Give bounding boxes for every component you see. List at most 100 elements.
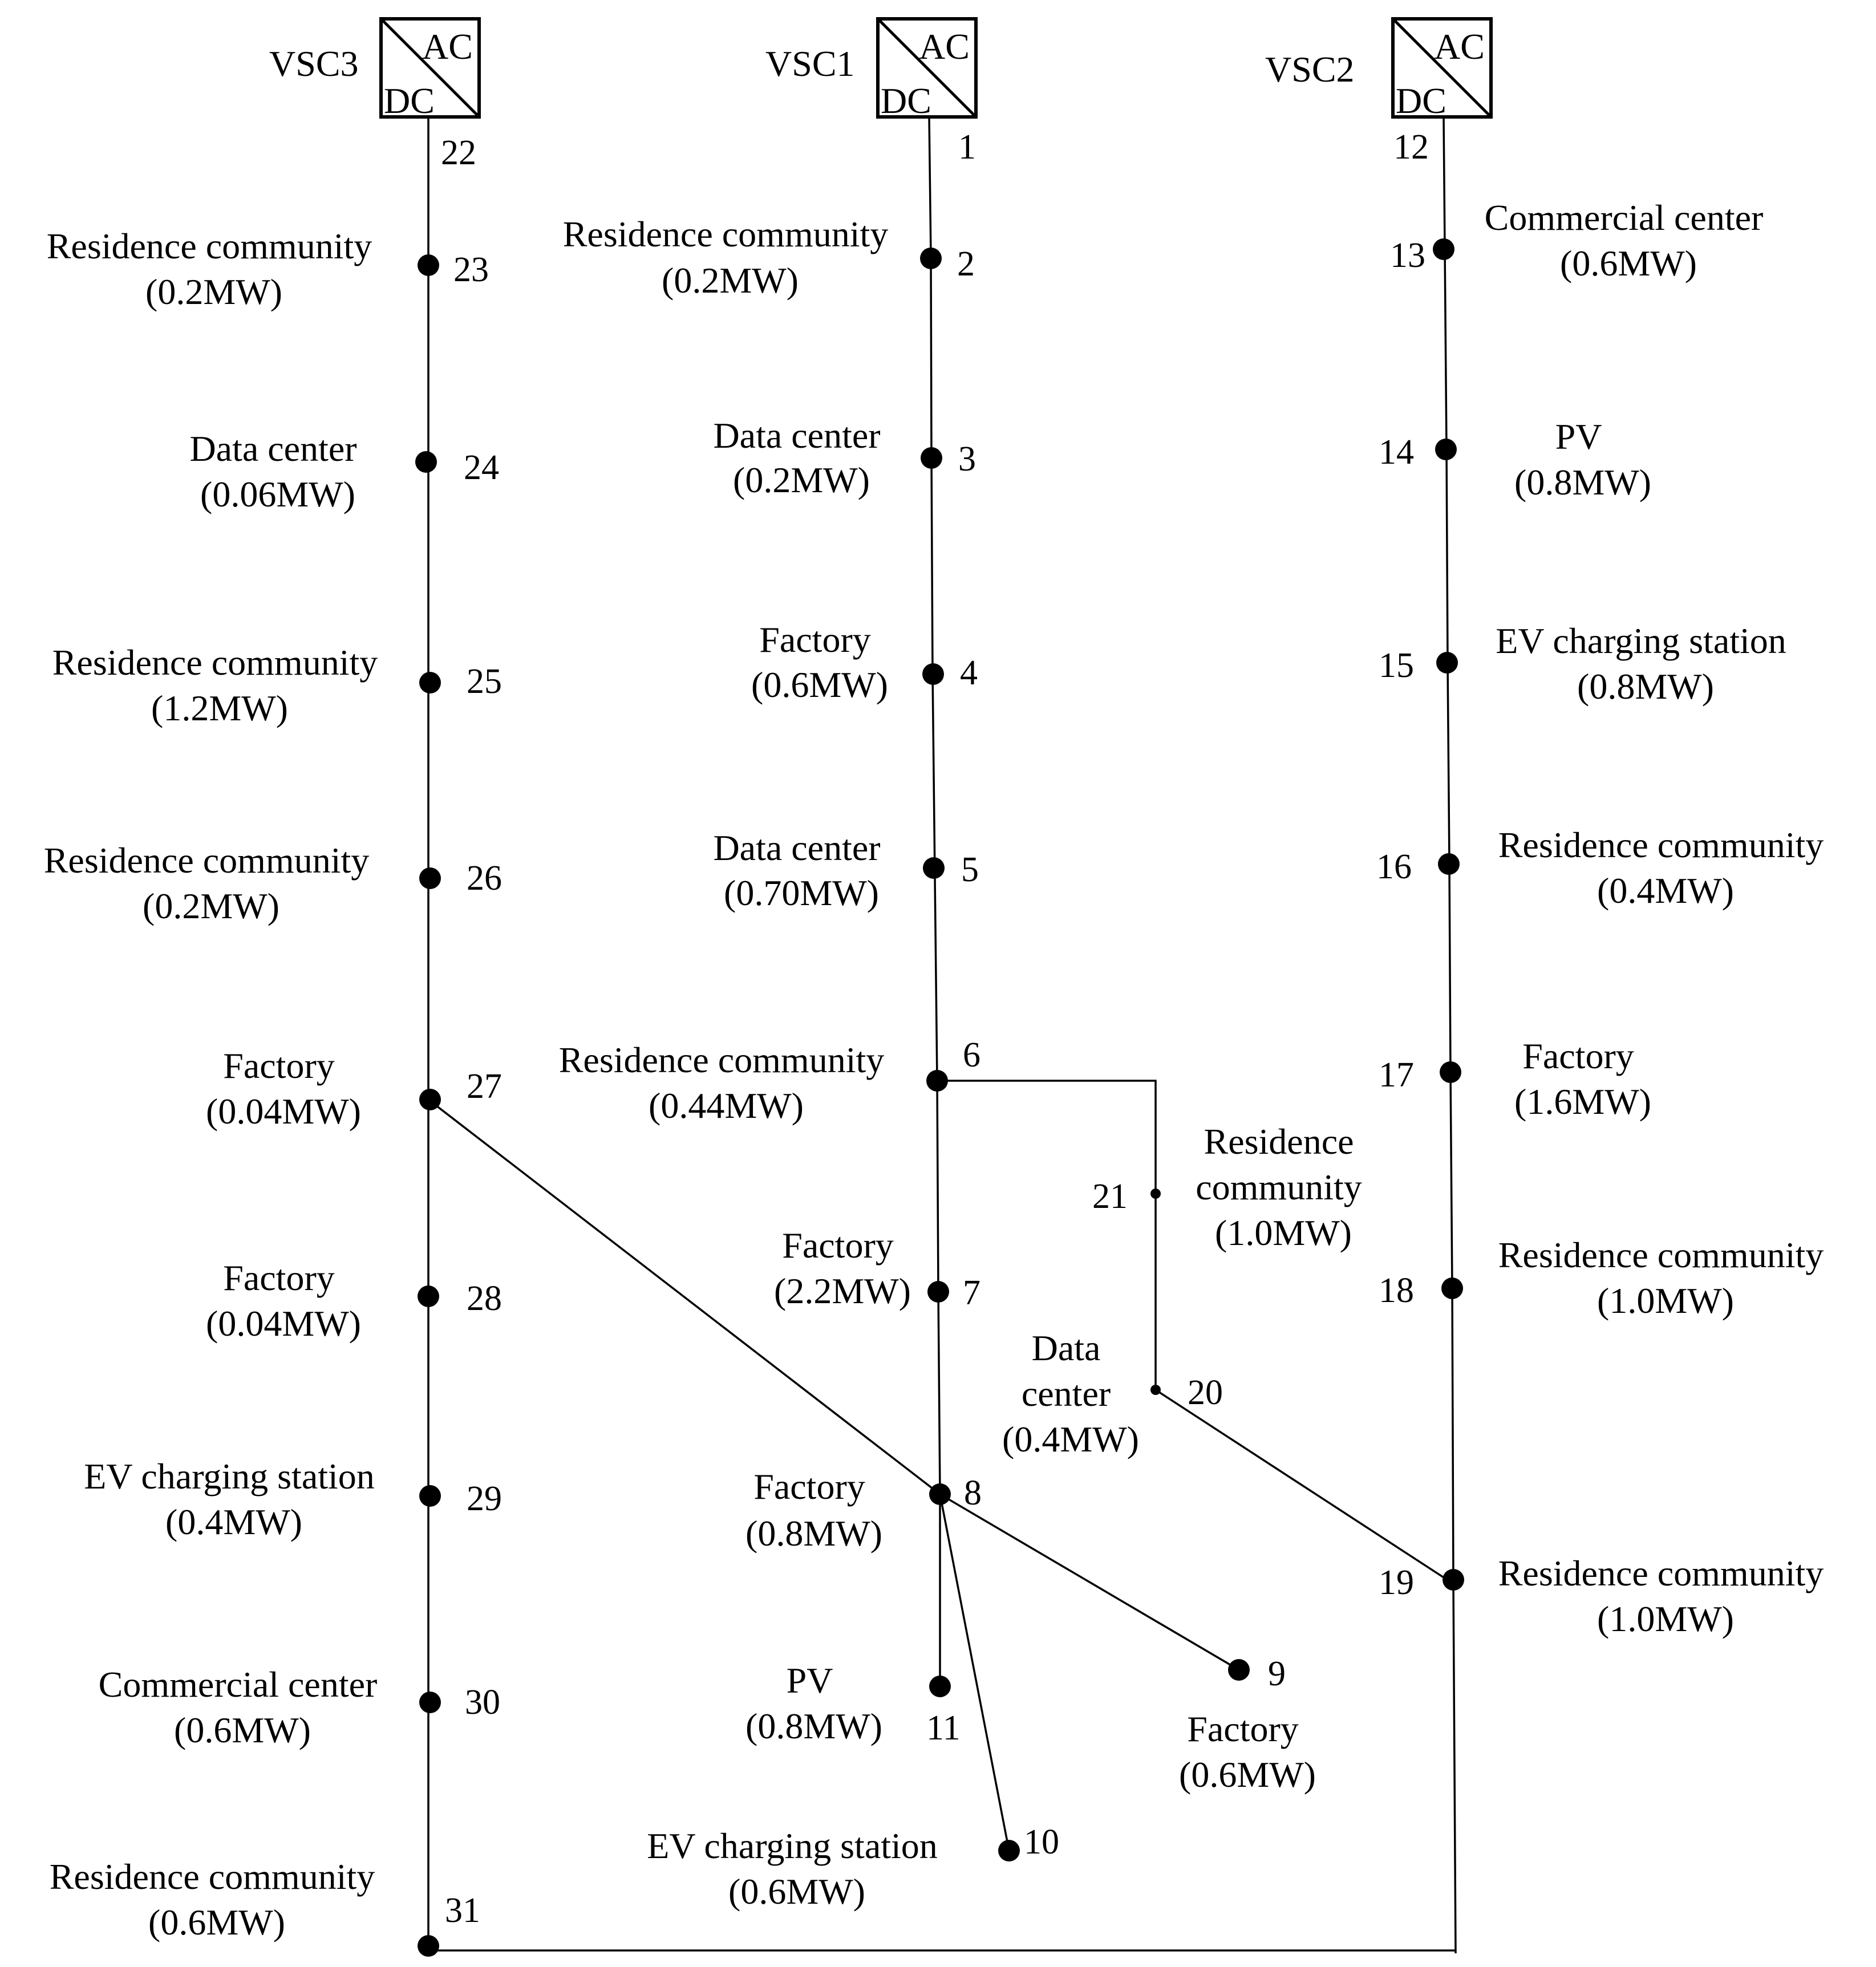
tie-line-20-19	[1155, 1389, 1454, 1585]
bus-number: 25	[467, 662, 502, 701]
bus-numbers: 1 12 22 2 3 4 5 6 7 8 9 10 11 13 14 15 1…	[441, 128, 1429, 1930]
load-label-node-21: Residence community (1.0MW)	[1196, 1121, 1371, 1253]
bus-number: 30	[465, 1683, 500, 1722]
converter-dc-label: DC	[1396, 80, 1446, 121]
bus-node	[926, 1070, 948, 1092]
feeder-vsc1	[928, 116, 941, 1686]
bus-node	[929, 1483, 951, 1505]
bus-number: 6	[963, 1036, 980, 1074]
bus-node	[419, 867, 441, 889]
converter-vsc3: AC DC VSC3	[269, 17, 481, 121]
load-label-node-15: EV charging station (0.8MW)	[1496, 620, 1796, 707]
bus-node	[415, 451, 437, 473]
load-label-node-29: EV charging station (0.4MW)	[84, 1456, 384, 1542]
bus-number: 5	[961, 850, 979, 889]
bus-node	[1443, 1569, 1464, 1591]
converter-vsc1: AC DC VSC1	[765, 17, 978, 121]
bus-number: 31	[445, 1891, 480, 1930]
bus-number: 12	[1393, 128, 1429, 167]
bus-node	[929, 1676, 951, 1697]
bus-node	[419, 1089, 441, 1110]
bus-node	[921, 447, 942, 469]
bus-number: 20	[1188, 1373, 1223, 1412]
load-labels: Residence community (0.2MW) Data center …	[44, 197, 1833, 1942]
load-label-node-11: PV (0.8MW)	[745, 1660, 882, 1746]
load-label-node-18: Residence community (1.0MW)	[1498, 1235, 1833, 1321]
bus-number: 2	[957, 245, 975, 283]
bus-node	[419, 1692, 441, 1713]
bus-number: 11	[926, 1709, 961, 1747]
load-label-node-30: Commercial center (0.6MW)	[99, 1664, 387, 1750]
load-label-node-3: Data center (0.2MW)	[713, 415, 889, 500]
bus-number: 17	[1379, 1056, 1414, 1094]
load-label-node-27: Factory (0.04MW)	[206, 1045, 361, 1131]
bus-number: 7	[963, 1274, 980, 1312]
load-label-node-9: Factory (0.6MW)	[1179, 1709, 1316, 1795]
converter-diagonal	[1392, 18, 1492, 118]
bus-number: 22	[441, 133, 476, 172]
load-label-node-20: Data center (0.4MW)	[1002, 1328, 1139, 1459]
bus-number: 8	[964, 1474, 982, 1512]
converter-name: VSC3	[269, 43, 359, 84]
bus-node	[418, 254, 439, 276]
node-markers	[415, 238, 1464, 1957]
feeder-vsc2	[1443, 116, 1457, 1954]
converter-diagonal	[380, 18, 480, 118]
bus-node	[922, 663, 944, 685]
bus-number: 29	[467, 1479, 502, 1518]
bus-node	[1438, 853, 1460, 875]
bus-node	[419, 672, 441, 693]
bus-node	[1441, 1277, 1463, 1299]
converter-name: VSC1	[765, 43, 855, 84]
load-label-node-10: EV charging station (0.6MW)	[647, 1826, 947, 1912]
bus-number: 9	[1268, 1654, 1286, 1693]
converter-ac-label: AC	[422, 26, 473, 67]
bus-number: 13	[1390, 236, 1425, 275]
bus-number: 23	[453, 250, 489, 289]
bus-number: 28	[467, 1279, 502, 1318]
bus-node	[1433, 238, 1454, 260]
load-label-node-23: Residence community (0.2MW)	[47, 226, 382, 312]
load-label-node-26: Residence community (0.2MW)	[44, 840, 379, 926]
bus-node	[920, 248, 942, 269]
bus-node	[1440, 1061, 1461, 1083]
converter-ac-label: AC	[919, 26, 970, 67]
load-label-node-16: Residence community (0.4MW)	[1498, 825, 1833, 911]
bus-node	[998, 1840, 1020, 1861]
bus-node	[1150, 1189, 1161, 1199]
load-label-node-7: Factory (2.2MW)	[774, 1225, 911, 1311]
bus-node	[923, 857, 945, 879]
converter-ac-label: AC	[1434, 26, 1485, 67]
load-label-node-17: Factory (1.6MW)	[1514, 1036, 1651, 1122]
bus-node	[1435, 439, 1457, 460]
converter-name: VSC2	[1265, 49, 1355, 90]
branch-8-10	[939, 1494, 1010, 1851]
converter-dc-label: DC	[384, 80, 435, 121]
bus-number: 16	[1376, 847, 1412, 886]
load-label-node-4: Factory (0.6MW)	[751, 619, 888, 705]
bus-node	[419, 1485, 441, 1507]
bus-node	[1228, 1659, 1250, 1681]
bus-number: 4	[960, 654, 978, 692]
load-label-node-5: Data center (0.70MW)	[713, 828, 889, 913]
load-label-node-8: Factory (0.8MW)	[745, 1466, 882, 1554]
bus-number: 24	[464, 448, 499, 487]
bus-node	[418, 1285, 439, 1307]
converter-vsc2: AC DC VSC2	[1265, 17, 1493, 121]
load-label-node-2: Residence community (0.2MW)	[563, 214, 898, 301]
load-label-node-14: PV (0.8MW)	[1514, 416, 1651, 502]
load-label-node-28: Factory (0.04MW)	[206, 1258, 361, 1344]
bus-number: 26	[467, 859, 502, 898]
converter-dc-label: DC	[881, 80, 931, 121]
tie-line-27-8	[427, 1098, 941, 1495]
bus-number: 18	[1379, 1271, 1414, 1310]
bus-node	[1436, 652, 1458, 674]
bus-number: 19	[1379, 1563, 1414, 1602]
bus-node	[1150, 1385, 1161, 1395]
converter-diagonal	[877, 18, 977, 118]
load-label-node-6: Residence community (0.44MW)	[559, 1040, 894, 1126]
branch-8-9	[939, 1493, 1239, 1671]
bus-number: 15	[1379, 646, 1414, 685]
bus-number: 1	[958, 128, 976, 167]
